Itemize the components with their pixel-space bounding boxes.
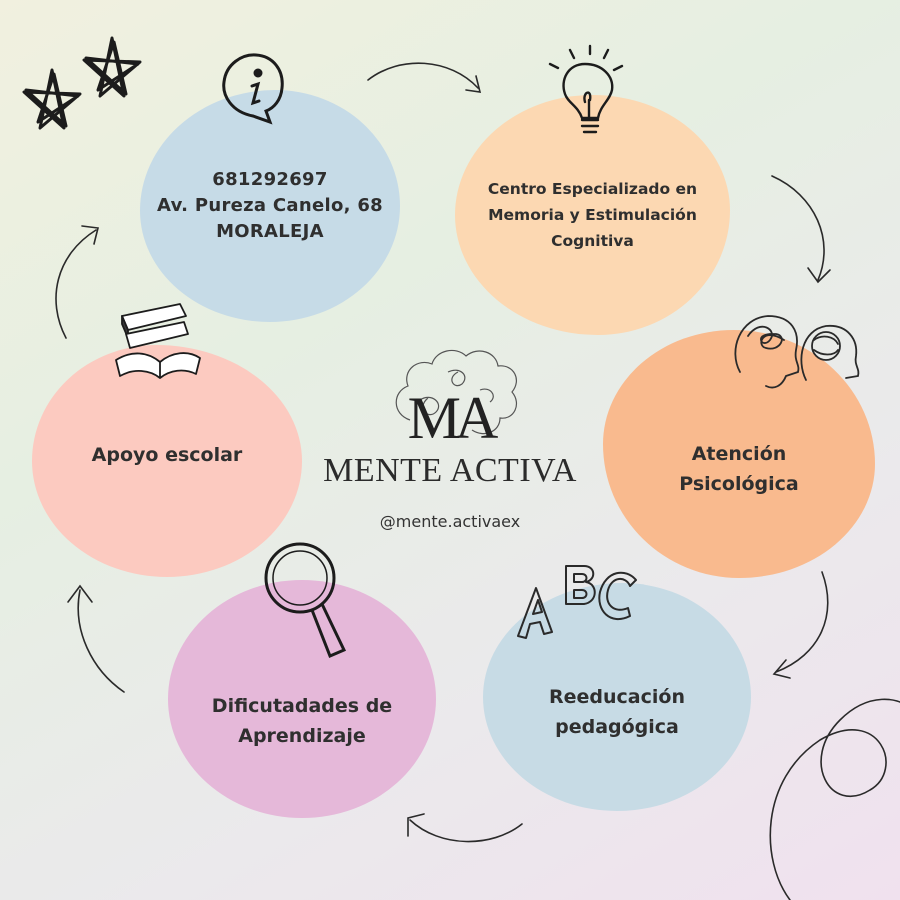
learning-difficulties-card: Dificutadades de Aprendizaje xyxy=(168,580,436,818)
city: MORALEJA xyxy=(216,221,324,242)
arrow-head xyxy=(407,813,425,837)
atencion-line-1: Atención xyxy=(691,443,787,465)
social-handle: @mente.activaex xyxy=(379,512,521,531)
arrow-head xyxy=(807,267,831,284)
phone-number: 681292697 xyxy=(212,169,328,190)
pedagogical-reeducation-card: Reeducación pedagógica xyxy=(483,583,751,811)
centro-line-1: Centro Especializado en xyxy=(487,180,698,198)
dific-line-1: Dificutadades de xyxy=(211,695,393,717)
arrow-head xyxy=(772,659,791,679)
arrow-right-bottom xyxy=(775,571,829,673)
reed-line-1: Reeducación xyxy=(549,686,685,708)
arrow-left-bottom xyxy=(77,589,125,693)
brand-monogram: MA xyxy=(407,385,499,451)
star-icon xyxy=(82,36,142,98)
atencion-line-2: Psicológica xyxy=(679,473,799,495)
arrow-head xyxy=(81,225,99,245)
star-icon xyxy=(22,68,82,130)
contact-info-card: 681292697 Av. Pureza Canelo, 68 MORALEJA xyxy=(140,90,400,322)
reed-line-2: pedagógica xyxy=(555,716,679,738)
centro-line-2: Memoria y Estimulación xyxy=(488,206,697,224)
brand-name: MENTE ACTIVA xyxy=(323,452,577,489)
school-support-card: Apoyo escolar xyxy=(32,345,302,577)
arrow-head xyxy=(67,584,93,603)
arrow-top xyxy=(367,62,479,89)
arrow-bottom xyxy=(409,819,523,843)
centro-line-3: Cognitiva xyxy=(551,232,634,250)
dific-line-2: Aprendizaje xyxy=(238,725,366,747)
memory-center-card: Centro Especializado en Memoria y Estimu… xyxy=(455,95,730,335)
apoyo-label: Apoyo escolar xyxy=(91,444,243,466)
arrow-left-top xyxy=(55,229,97,339)
address: Av. Pureza Canelo, 68 xyxy=(156,195,383,216)
arrow-right-top xyxy=(771,175,825,281)
swirl-decoration xyxy=(769,698,900,900)
brand-logo: MA xyxy=(330,350,570,550)
arrow-head xyxy=(465,75,482,93)
